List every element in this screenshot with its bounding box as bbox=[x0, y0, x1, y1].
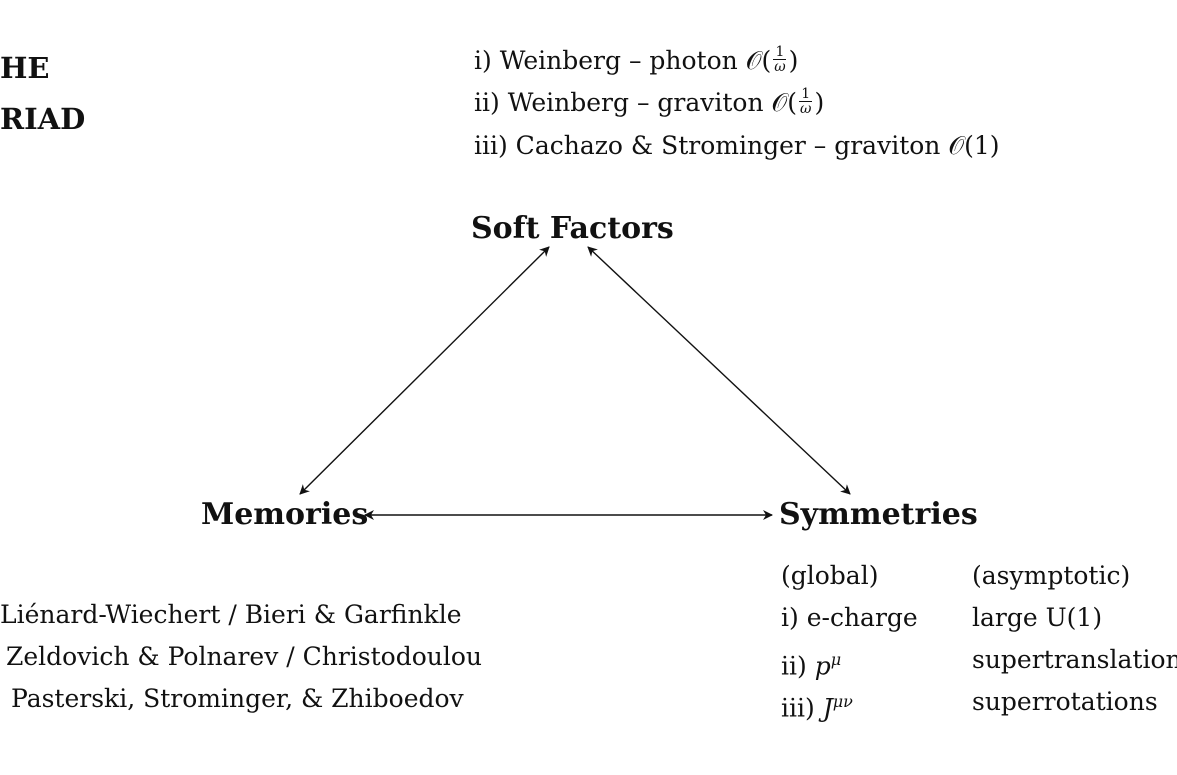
node-soft-factors: Soft Factors bbox=[471, 211, 674, 246]
angular-momentum-symbol: J bbox=[822, 693, 833, 723]
memory-item-3: Pasterski, Strominger, & Zhiboedov bbox=[11, 684, 464, 713]
fraction-numerator: 1 bbox=[799, 86, 813, 102]
angular-momentum-index: μν bbox=[832, 692, 853, 711]
arrow-soft-factors-symmetries bbox=[587, 246, 851, 495]
memory-item-1: Liénard-Wiechert / Bieri & Garfinkle bbox=[0, 600, 462, 629]
asymptotic-symmetry-3: superrotations bbox=[972, 687, 1158, 716]
title-line-1: HE bbox=[0, 51, 50, 85]
node-memories: Memories bbox=[201, 497, 369, 532]
global-symmetry-2: ii) pμ bbox=[781, 645, 841, 681]
asymptotic-symmetry-1: large U(1) bbox=[972, 603, 1103, 632]
arrow-soft-factors-memories bbox=[299, 246, 550, 495]
global-symmetry-3: iii) Jμν bbox=[781, 687, 853, 723]
soft-factor-item-2-text: ii) Weinberg – graviton bbox=[474, 88, 772, 117]
momentum-symbol: p bbox=[814, 651, 831, 681]
global-symmetry-1-text: i) e-charge bbox=[781, 603, 918, 632]
global-symmetry-1: i) e-charge bbox=[781, 603, 918, 633]
order-symbol: 𝒪( bbox=[771, 88, 798, 117]
memory-item-2: Zeldovich & Polnarev / Christodoulou bbox=[6, 642, 483, 671]
soft-factor-item-1-text: i) Weinberg – photon bbox=[474, 46, 746, 75]
soft-factor-item-3: iii) Cachazo & Strominger – graviton 𝒪(1… bbox=[474, 131, 1000, 161]
fraction-denominator: ω bbox=[774, 59, 786, 75]
fraction-denominator: ω bbox=[800, 101, 812, 117]
soft-factor-item-3-text: iii) Cachazo & Strominger – graviton bbox=[474, 131, 949, 160]
global-symmetry-3-prefix: iii) bbox=[781, 693, 823, 723]
global-header: (global) bbox=[781, 561, 879, 590]
order-symbol: 𝒪(1) bbox=[948, 131, 1000, 160]
close-paren: ) bbox=[788, 46, 799, 75]
momentum-index: μ bbox=[830, 650, 842, 669]
fraction-numerator: 1 bbox=[773, 44, 787, 60]
asymptotic-header: (asymptotic) bbox=[972, 561, 1131, 590]
order-symbol: 𝒪( bbox=[745, 46, 772, 75]
title-line-2: RIAD bbox=[0, 102, 86, 136]
asymptotic-symmetry-2: supertranslations bbox=[972, 645, 1177, 674]
close-paren: ) bbox=[814, 88, 825, 117]
node-symmetries: Symmetries bbox=[779, 497, 978, 532]
global-symmetry-2-prefix: ii) bbox=[781, 651, 815, 681]
